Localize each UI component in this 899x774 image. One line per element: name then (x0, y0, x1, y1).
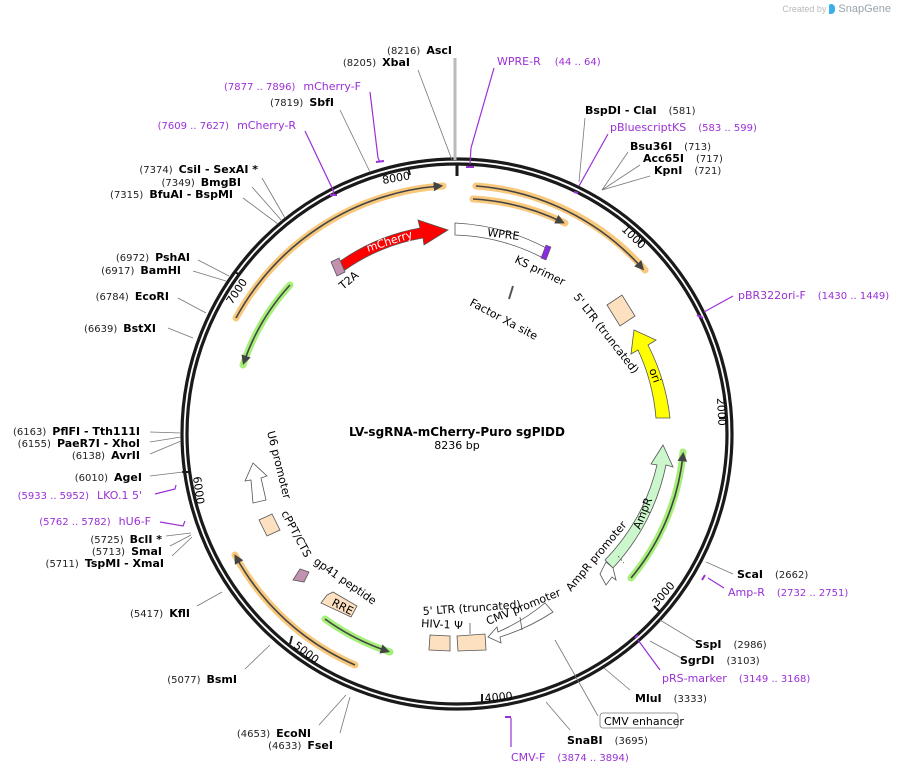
primer-pbr322ori-f[interactable]: pBR322ori-F(1430 .. 1449) (738, 289, 889, 302)
feature-mcherry[interactable]: mCherry (338, 219, 449, 271)
tick-label-2000: 2000 (714, 397, 728, 426)
feature-label-u6-promoter: U6 promoter (264, 430, 294, 501)
feature-cmv-enhancer[interactable]: CMV enhancer (554, 639, 684, 729)
site-bmgbi[interactable]: (7349)BmgBI (162, 176, 241, 189)
backbone (180, 157, 734, 711)
primer-labels: WPRE-R(44 .. 64) (7877 .. 7896)mCherry-F… (18, 55, 890, 764)
site-smai[interactable]: (5713)SmaI (92, 545, 162, 558)
site-acc65i[interactable]: Acc65I(717) (643, 152, 723, 165)
site-bsu36i[interactable]: Bsu36I(713) (630, 140, 711, 153)
site-bsmi[interactable]: (5077)BsmI (167, 673, 237, 686)
feature-u6-promoter[interactable]: U6 promoter (244, 430, 294, 504)
restriction-sites (149, 58, 734, 734)
restriction-site-labels: (8216)AscI (8205)XbaI (7819)SbfI (7374)C… (13, 44, 808, 752)
primer-cmv-f[interactable]: CMV-F(3874 .. 3894) (511, 751, 629, 764)
site-asci[interactable]: (8216)AscI (387, 44, 452, 57)
site-bcli[interactable]: (5725)BclI * (90, 533, 162, 546)
feature-cppt[interactable]: cPPT/CTS (258, 508, 314, 560)
site-agei[interactable]: (6010)AgeI (75, 471, 142, 484)
site-econi[interactable]: (4653)EcoNI (237, 727, 311, 740)
plasmid-length: 8236 bp (434, 439, 479, 452)
site-paer7i-xhoi[interactable]: (6155)PaeR7I - XhoI (18, 437, 140, 450)
site-scai[interactable]: ScaI(2662) (737, 568, 808, 581)
feature-label-ampr: AmpR (631, 495, 655, 531)
site-bstxi[interactable]: (6639)BstXI (84, 322, 156, 335)
feature-ori[interactable]: ori (630, 329, 671, 419)
feature-rre[interactable]: RRE (320, 591, 358, 618)
site-csii-sexai[interactable]: (7374)CsiI - SexAI * (139, 163, 258, 176)
plasmid-title-group: LV-sgRNA-mCherry-Puro sgPIDD 8236 bp (349, 425, 565, 452)
feature-label-5ltr-top: 5' LTR (truncated) (571, 291, 642, 376)
feature-label-ks-primer: KS primer (513, 253, 568, 289)
site-kfli[interactable]: (5417)KflI (130, 607, 190, 620)
feature-hiv1-psi[interactable]: HIV-1 Ψ (421, 617, 463, 652)
primer-amp-r[interactable]: Amp-R(2732 .. 2751) (728, 586, 848, 599)
feature-5ltr-top[interactable]: 5' LTR (truncated) (571, 291, 642, 376)
primer-prs-marker[interactable]: pRS-marker(3149 .. 3168) (662, 672, 810, 685)
site-bamhi[interactable]: (6917)BamHI (101, 264, 181, 277)
site-sspi[interactable]: SspI(2986) (695, 638, 767, 651)
site-sgrdi[interactable]: SgrDI(3103) (680, 654, 760, 667)
site-mlui[interactable]: MluI(3333) (635, 692, 707, 705)
feature-ampr[interactable]: AmpR (604, 444, 674, 569)
tick-label-8000: 8000 (381, 169, 411, 187)
primer-lko1[interactable]: (5933 .. 5952)LKO.1 5' (18, 489, 142, 502)
feature-factor-xa[interactable]: Factor Xa site (468, 285, 540, 343)
feature-wpre[interactable]: WPRE (454, 222, 549, 259)
feature-label-wpre: WPRE (487, 226, 520, 243)
site-fsei[interactable]: (4633)FseI (268, 739, 333, 752)
credit-brand: SnapGene (838, 3, 891, 15)
feature-label-mcherry: mCherry (365, 228, 415, 255)
feature-label-cppt: cPPT/CTS (278, 508, 313, 559)
site-xbai[interactable]: (8205)XbaI (343, 56, 410, 69)
primer-mcherry-f[interactable]: (7877 .. 7896)mCherry-F (224, 80, 361, 93)
site-pshai[interactable]: (6972)PshAI (116, 251, 190, 264)
site-pflfi-tth111i[interactable]: (6163)PflFI - Tth111I (13, 425, 140, 438)
tick-label-6000: 6000 (190, 476, 207, 506)
site-bspdi-clai[interactable]: BspDI - ClaI(581) (585, 104, 696, 117)
primer-mcherry-r[interactable]: (7609 .. 7627)mCherry-R (158, 119, 297, 132)
site-sbfi[interactable]: (7819)SbfI (270, 96, 334, 109)
site-bfuai-bspmi[interactable]: (7315)BfuAI - BspMI (110, 188, 233, 201)
site-avrii[interactable]: (6138)AvrII (72, 449, 140, 462)
site-ecori[interactable]: (6784)EcoRI (96, 290, 169, 303)
site-tspmi-xmai[interactable]: (5711)TspMI - XmaI (46, 557, 164, 570)
tick-label-4000: 4000 (484, 690, 513, 705)
feature-label-cmv-enhancer: CMV enhancer (604, 715, 684, 728)
feature-cmv-promoter[interactable]: CMV promoter (484, 586, 563, 644)
site-snabi[interactable]: SnaBI(3695) (567, 734, 648, 747)
snapgene-credit: Created by SnapGene (782, 3, 891, 15)
credit-prefix: Created by (782, 4, 827, 14)
primer-hu6-f[interactable]: (5762 .. 5782)hU6-F (39, 515, 151, 528)
primer-leaders (154, 67, 734, 747)
primer-wpre-r[interactable]: WPRE-R(44 .. 64) (497, 55, 601, 68)
site-kpni[interactable]: KpnI(721) (654, 164, 721, 177)
feature-label-factor-xa: Factor Xa site (468, 296, 540, 343)
plasmid-name: LV-sgRNA-mCherry-Puro sgPIDD (349, 425, 565, 439)
orf-arcs (231, 181, 688, 669)
primer-pbluescriptks[interactable]: pBluescriptKS(583 .. 599) (610, 121, 757, 134)
feature-label-hiv1-psi: HIV-1 Ψ (421, 617, 463, 632)
snapgene-logo-icon (829, 4, 836, 14)
feature-label-ori: ori (646, 367, 663, 385)
